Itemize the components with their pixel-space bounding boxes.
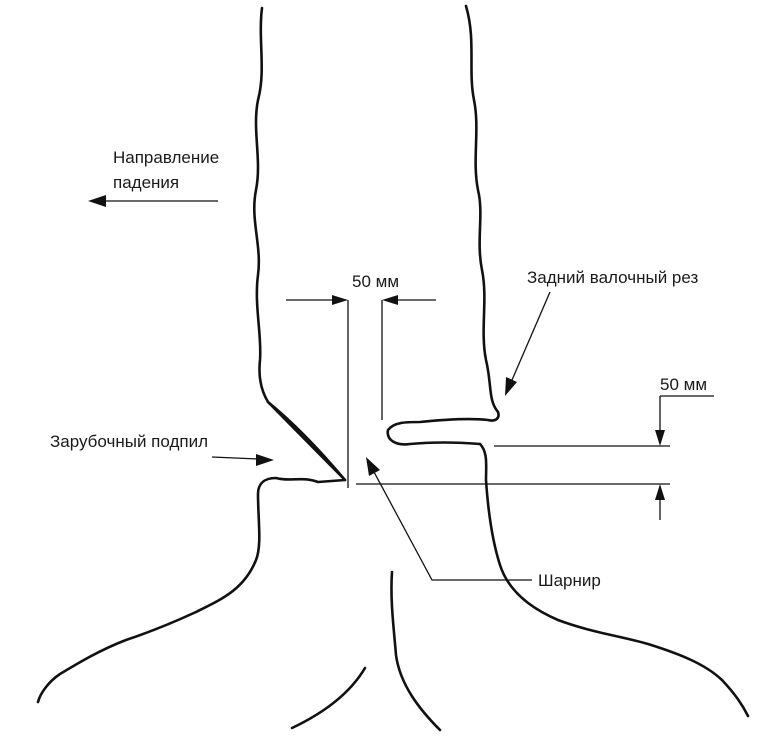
step-height-bottom-arrowhead — [655, 484, 665, 500]
back-cut-label: Задний валочный рез — [527, 268, 698, 287]
hinge-pointer-shaft — [373, 471, 532, 581]
hinge-label: Шарнир — [538, 571, 601, 590]
trunk-right-lower-outline — [478, 442, 750, 718]
notch-upper-face — [266, 400, 347, 482]
fall-direction-arrowhead — [88, 195, 106, 207]
root-lower-left — [290, 666, 367, 730]
step-height-top-arrowhead — [655, 430, 665, 446]
hinge-pointer-arrowhead — [366, 457, 380, 476]
back-cut-pointer-shaft — [511, 291, 551, 381]
root-center — [390, 570, 442, 732]
trunk-right-outline — [386, 4, 500, 446]
hinge-gap-left-arrowhead — [332, 295, 348, 305]
notch-label: Зарубочный подпил — [50, 432, 208, 451]
fall-direction-label-line1: Направление — [113, 148, 219, 167]
hinge-gap-right-arrowhead — [382, 295, 398, 305]
back-cut-pointer-arrowhead — [505, 377, 517, 396]
trunk-left-outline — [36, 6, 347, 704]
fall-direction-label-line2: падения — [113, 173, 179, 192]
notch-pointer-arrowhead — [256, 454, 274, 466]
notch-pointer-shaft — [211, 456, 259, 460]
hinge-gap-label: 50 мм — [352, 272, 399, 291]
step-height-label: 50 мм — [660, 375, 707, 394]
